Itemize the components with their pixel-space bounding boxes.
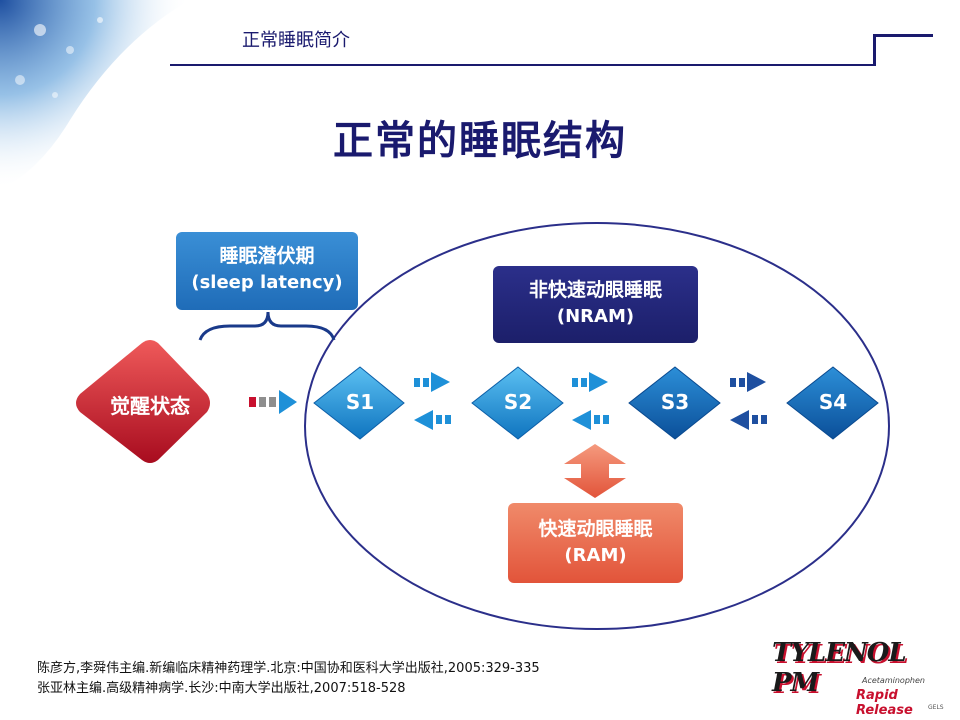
s3-s4-arrows [730,372,767,430]
logo-subtext: Acetaminophen [862,676,925,685]
awake-to-s1-arrow [249,390,297,414]
section-title: 正常睡眠简介 [242,30,350,51]
ram-label: 快速动眼睡眠 [538,518,653,540]
reference-item: 陈彦方,李舜伟主编.新编临床精神药理学.北京:中国协和医科大学出版社,2005:… [37,661,540,676]
logo-release: Rapid Release [856,688,913,718]
s2-s3-arrows [572,372,609,430]
sleep-latency-box: 睡眠潜伏期 (sleep latency) [176,232,358,310]
stage-s1-label: S1 [345,390,375,414]
stage-s4-diamond [786,366,879,440]
reference-item: 张亚林主编.高级精神病学.长沙:中南大学出版社,2007:518-528 [37,681,406,696]
stage-s2-diamond [471,366,564,440]
nram-box: 非快速动眼睡眠 (NRAM) [493,266,698,343]
s2-ram-double-arrow [564,444,626,498]
logo-brand: TYLENOL PM [772,638,907,698]
stage-s3-label: S3 [660,390,690,414]
sleep-latency-label: 睡眠潜伏期 [219,245,315,267]
corner-decoration [0,0,190,190]
sleep-latency-english: (sleep latency) [191,272,343,293]
tylenol-pm-logo: TYLENOL PM Acetaminophen Rapid Release G… [768,636,954,718]
ram-box: 快速动眼睡眠 (RAM) [508,503,683,583]
nram-abbrev: (NRAM) [556,306,635,327]
ram-abbrev: (RAM) [564,545,627,566]
stage-s4-label: S4 [818,390,848,414]
nram-label: 非快速动眼睡眠 [528,279,662,301]
stage-s3-diamond [628,366,721,440]
awake-label: 觉醒状态 [110,394,190,418]
stage-s2-label: S2 [503,390,533,414]
references: 陈彦方,李舜伟主编.新编临床精神药理学.北京:中国协和医科大学出版社,2005:… [37,659,540,699]
nram-ellipse [304,222,890,630]
awake-diamond [76,340,210,463]
header-corner-bracket [873,34,933,65]
logo-gels: GELS [928,704,944,711]
header-divider [170,64,876,66]
s1-s2-arrows [414,372,451,430]
latency-brace [198,311,336,341]
stage-s1-diamond [313,366,405,440]
slide-title: 正常的睡眠结构 [333,118,627,164]
